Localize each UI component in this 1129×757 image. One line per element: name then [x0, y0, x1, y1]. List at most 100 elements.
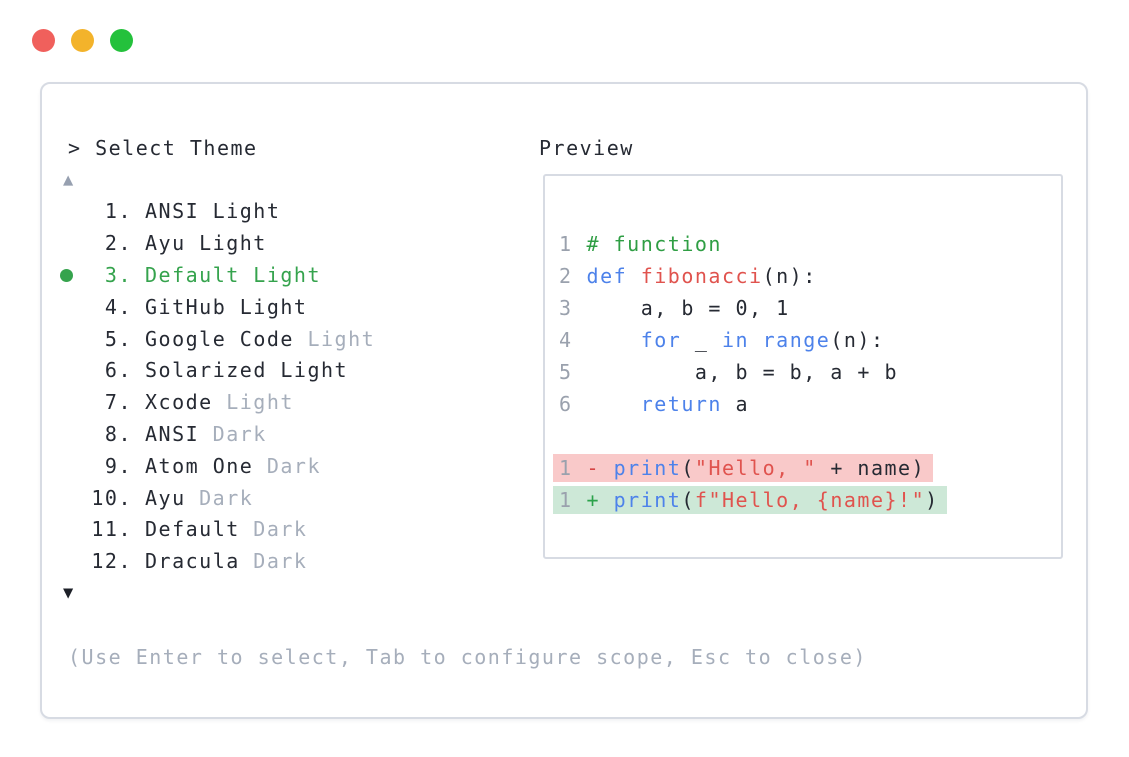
theme-list-item[interactable]: 9. Atom One Dark: [60, 450, 520, 482]
code-line-content: 1# function: [559, 232, 722, 256]
theme-name: Default: [145, 517, 240, 542]
preview-title: Preview: [539, 132, 634, 164]
theme-name: Ayu: [145, 231, 186, 256]
theme-variant: Light: [239, 294, 308, 319]
code-line: 6 return a: [559, 388, 1061, 420]
theme-number: 12.: [91, 549, 132, 574]
theme-name: GitHub: [145, 294, 227, 319]
minimize-window-icon[interactable]: [71, 29, 94, 52]
line-number: 2: [559, 264, 573, 288]
theme-number: 3.: [104, 263, 132, 288]
code-token: (: [681, 488, 695, 512]
theme-variant: Light: [253, 263, 322, 288]
theme-number: 10.: [91, 485, 132, 510]
theme-list-item[interactable]: 10. Ayu Dark: [60, 482, 520, 514]
theme-variant: Light: [226, 390, 294, 415]
theme-name: Atom One: [145, 453, 254, 478]
theme-name: Dracula: [145, 549, 240, 574]
theme-number: 7.: [104, 390, 132, 415]
theme-variant: Dark: [212, 422, 267, 447]
theme-number: 6.: [104, 358, 132, 383]
spacer: [60, 609, 520, 641]
theme-variant: Dark: [266, 453, 321, 478]
theme-number: 8.: [104, 422, 132, 447]
triangle-up-icon: ▲: [63, 169, 74, 190]
diff-added-line: 1+ print(f"Hello, {name}!"): [553, 486, 947, 514]
code-token: print: [613, 456, 682, 480]
code-token: a, b = 0, 1: [586, 296, 790, 320]
code-line: 1- print("Hello, " + name): [553, 452, 1061, 484]
theme-variant: Dark: [199, 485, 254, 510]
line-number: 5: [559, 360, 573, 384]
theme-number: 1.: [104, 199, 132, 224]
theme-name: ANSI: [145, 422, 200, 447]
theme-name: Xcode: [145, 390, 213, 415]
help-text-label: (Use Enter to select, Tab to configure s…: [68, 644, 867, 669]
theme-name: ANSI: [145, 199, 200, 224]
code-token: _: [681, 328, 722, 352]
code-token: +: [586, 488, 614, 512]
code-line: 4 for _ in range(n):: [559, 324, 1061, 356]
code-token: (: [681, 456, 695, 480]
code-token: [587, 328, 641, 352]
code-line-content: 4 for _ in range(n):: [559, 328, 885, 352]
theme-variant: Light: [212, 199, 281, 224]
prompt-text: > Select Theme: [68, 135, 258, 160]
theme-variant: Dark: [253, 517, 308, 542]
code-line: 1+ print(f"Hello, {name}!"): [553, 484, 1061, 516]
code-token: (n):: [762, 264, 817, 288]
scroll-down-indicator: ▼: [60, 577, 520, 609]
code-token: (n):: [830, 328, 885, 352]
window-controls: [32, 29, 133, 52]
code-token: fibonacci: [640, 264, 763, 288]
code-line-content: 5 a, b = b, a + b: [559, 360, 898, 384]
code-token: a: [721, 392, 750, 416]
code-token: "Hello, ": [694, 456, 817, 480]
line-number: 4: [559, 328, 573, 352]
theme-list-item[interactable]: 1. ANSI Light: [60, 196, 520, 228]
code-line-content: 6 return a: [559, 392, 749, 416]
code-token: return: [640, 392, 722, 416]
help-text: (Use Enter to select, Tab to configure s…: [60, 641, 865, 673]
theme-name: Solarized: [145, 358, 267, 383]
theme-name: Google Code: [145, 326, 294, 351]
code-token: [749, 328, 763, 352]
code-token: for: [640, 328, 682, 352]
close-window-icon[interactable]: [32, 29, 55, 52]
code-line: 5 a, b = b, a + b: [559, 356, 1061, 388]
code-token: range: [762, 328, 831, 352]
theme-number: 4.: [104, 294, 132, 319]
code-token: print: [613, 488, 682, 512]
code-token: + name): [816, 456, 926, 480]
theme-name: Ayu: [145, 485, 186, 510]
theme-list-item[interactable]: 7. Xcode Light: [60, 386, 520, 418]
triangle-down-icon: ▼: [63, 583, 74, 604]
zoom-window-icon[interactable]: [110, 29, 133, 52]
line-number: 1: [559, 456, 573, 480]
code-token: [587, 392, 641, 416]
theme-number: 9.: [104, 453, 132, 478]
code-token: in: [721, 328, 750, 352]
theme-list-item[interactable]: 8. ANSI Dark: [60, 418, 520, 450]
theme-list-item[interactable]: 4. GitHub Light: [60, 291, 520, 323]
line-number: 6: [559, 392, 573, 416]
code-token: ): [925, 488, 939, 512]
line-number: 1: [559, 488, 573, 512]
theme-variant: Light: [307, 326, 376, 351]
select-theme-prompt: > Select Theme: [60, 132, 520, 164]
